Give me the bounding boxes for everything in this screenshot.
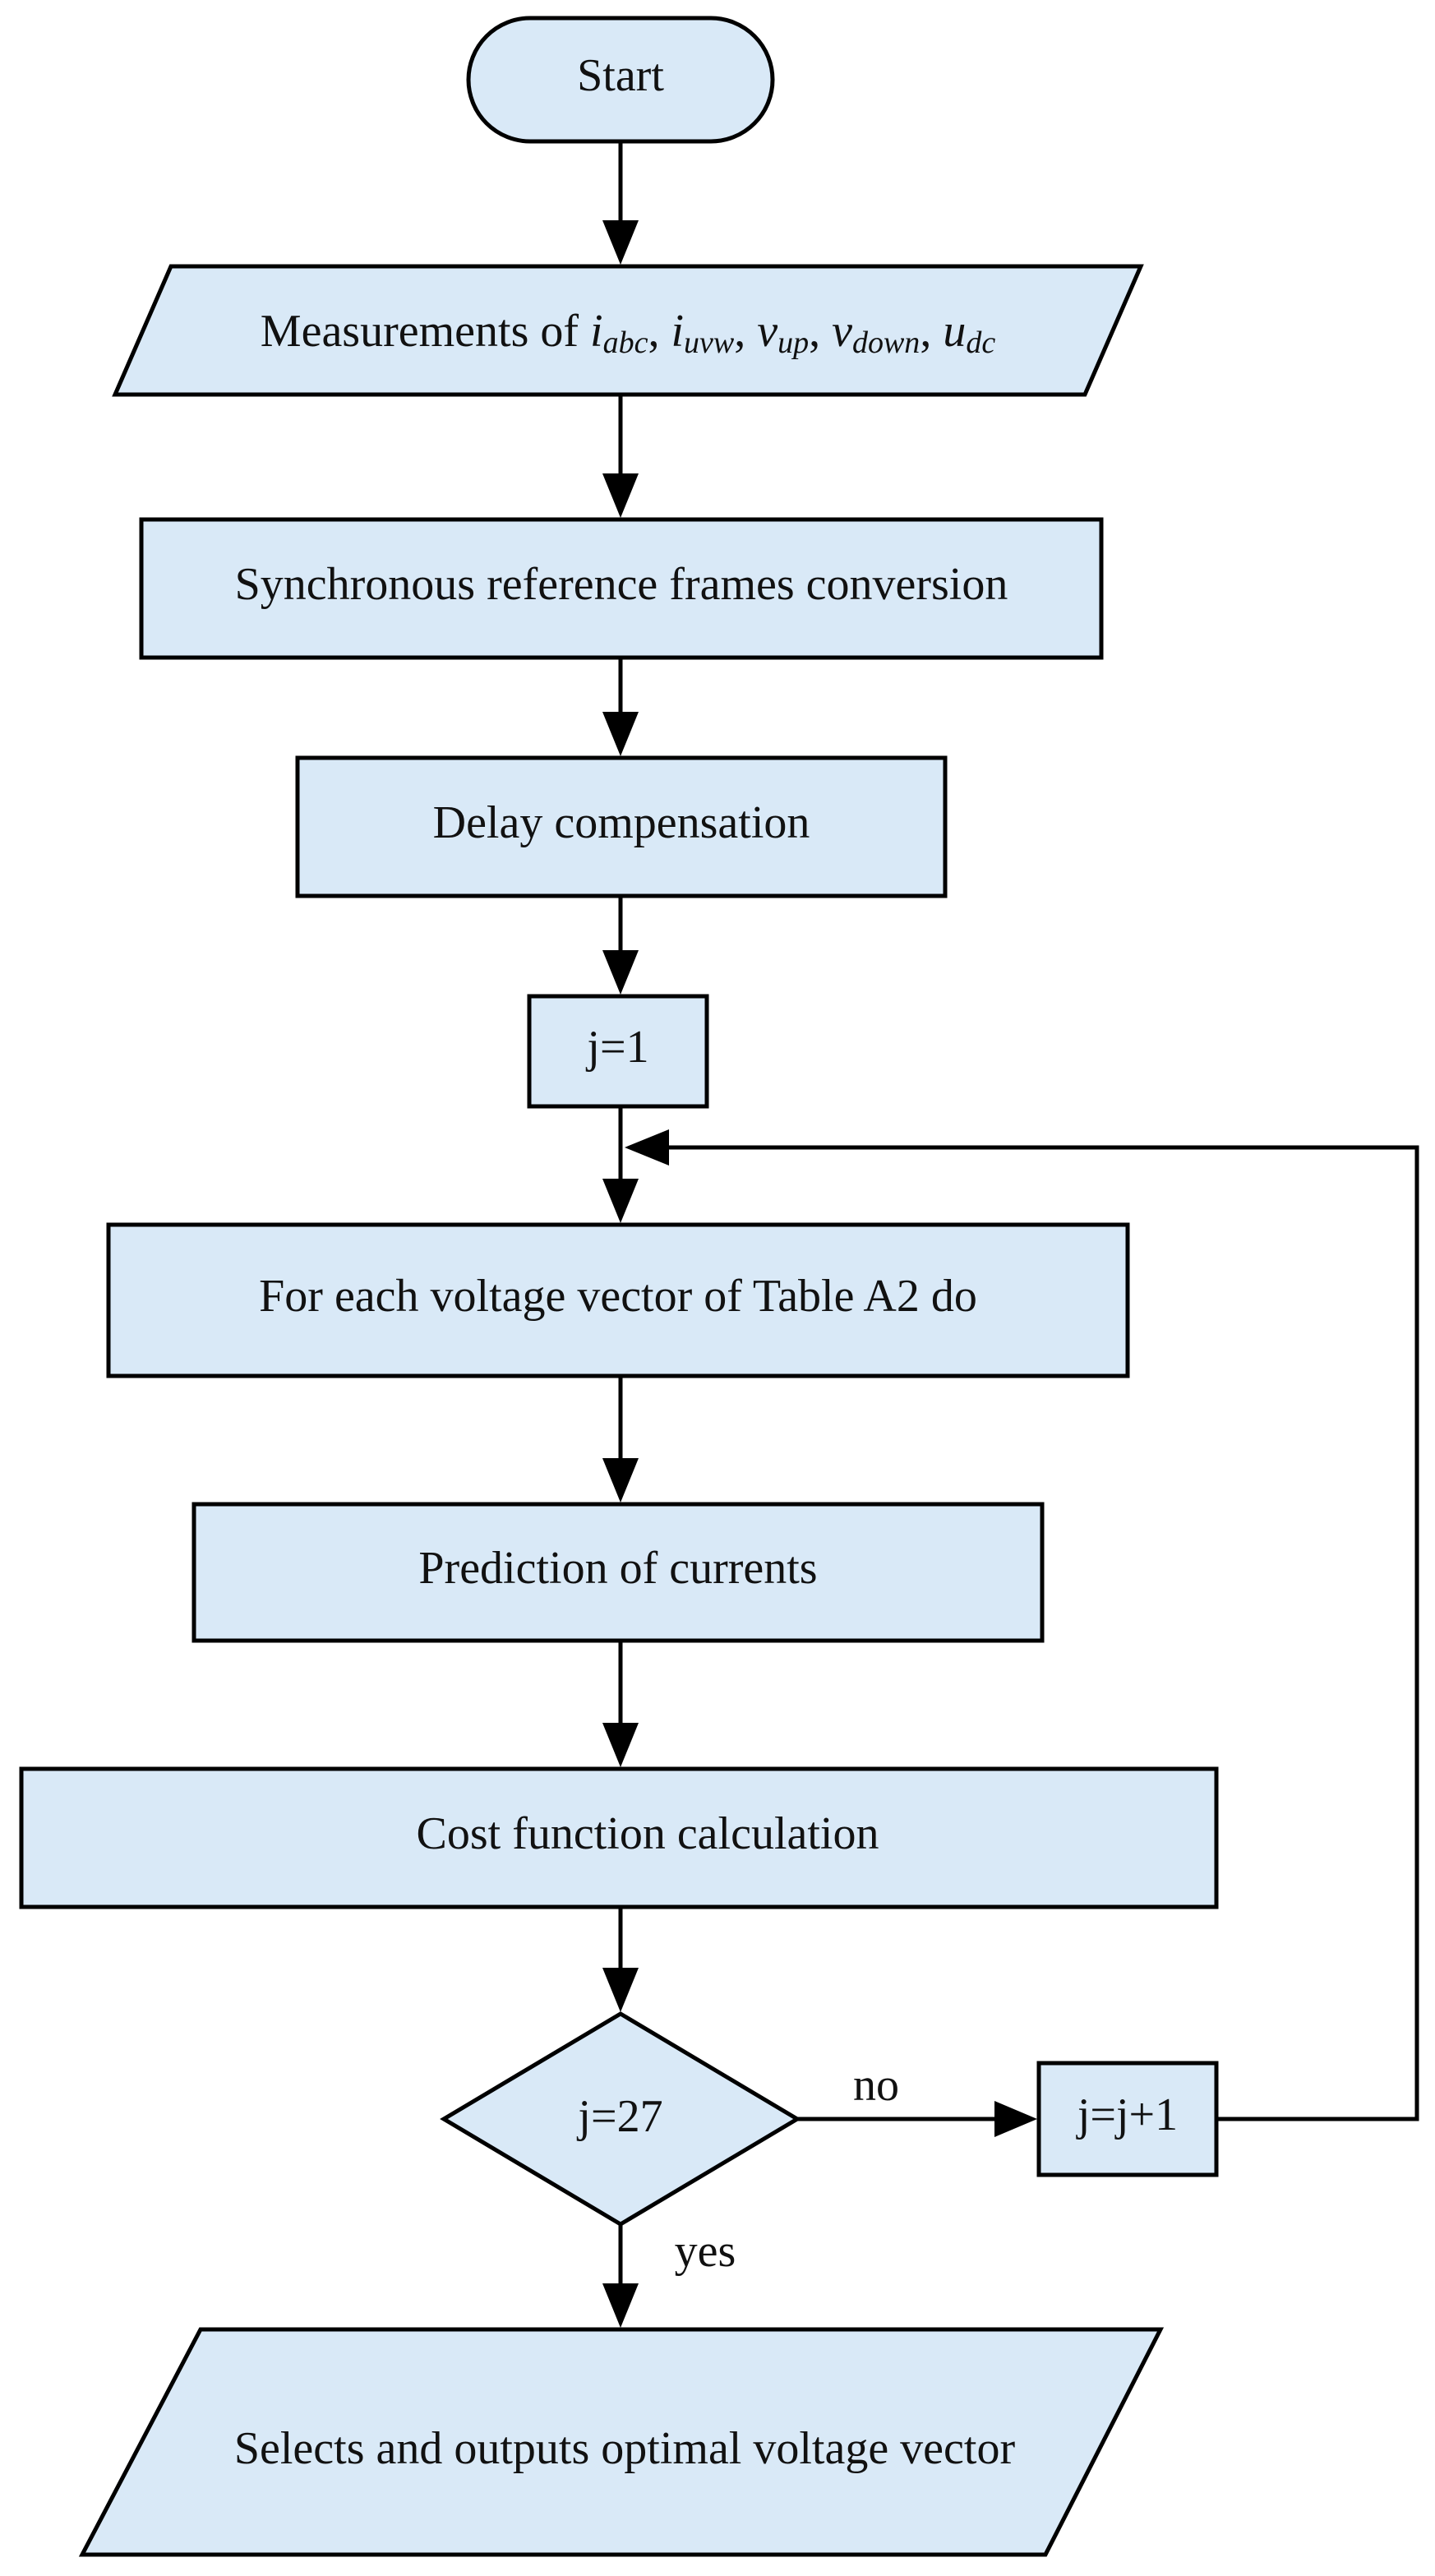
arrowhead [602, 1723, 639, 1767]
arrowhead [602, 1458, 639, 1503]
arrowhead [602, 2283, 639, 2328]
increment-box [1036, 2061, 1219, 2177]
sub-dc: dc [966, 325, 995, 360]
arrowhead [602, 950, 639, 995]
arrowhead [602, 1968, 639, 2012]
for-each-label: For each voltage vector of Table A2 do [259, 1271, 977, 1322]
delay-compensation-label: Delay compensation [433, 797, 810, 848]
sep-2: , [734, 306, 757, 357]
sep-3: , [809, 306, 832, 357]
sync-conversion-label: Synchronous reference frames conversion [235, 559, 1008, 610]
init-j-box [527, 994, 709, 1109]
loop-back-connector [667, 1145, 1419, 2121]
output-io [78, 2327, 1165, 2557]
var-v-down: v [832, 306, 852, 357]
sub-uvw: uvw [684, 325, 735, 360]
arrowhead [602, 220, 639, 265]
prediction-box [191, 1502, 1045, 1643]
prediction-label: Prediction of currents [418, 1543, 817, 1594]
arrowhead [602, 712, 639, 756]
measurements-prefix: Measurements of [261, 306, 590, 357]
output-label: Selects and outputs optimal voltage vect… [234, 2423, 1016, 2474]
cost-function-label: Cost function calculation [417, 1808, 879, 1859]
loop-back-arrowhead [625, 1129, 669, 1166]
sub-up: up [777, 325, 809, 360]
var-i-abc: i [590, 306, 603, 357]
start-label: Start [577, 50, 664, 101]
for-each-box [106, 1222, 1130, 1378]
yes-label: yes [675, 2226, 736, 2277]
increment-label: j=j+1 [1076, 2089, 1178, 2140]
measurements-io [112, 264, 1144, 397]
sub-abc: abc [603, 325, 648, 360]
sync-conversion-box [139, 517, 1104, 660]
sep-4: , [920, 306, 943, 357]
no-label: no [853, 2060, 899, 2111]
decision-label: j=27 [576, 2091, 662, 2142]
arrowhead [602, 473, 639, 518]
cost-function-box [19, 1766, 1219, 1909]
measurements-label: Measurements of iabc, iuvw, vup, vdown, … [261, 306, 996, 360]
var-u-dc: u [943, 306, 966, 357]
sep-1: , [648, 306, 671, 357]
var-i-uvw: i [671, 306, 684, 357]
sub-down: down [852, 325, 920, 360]
delay-compensation-box [295, 755, 948, 898]
var-v-up: v [757, 306, 777, 357]
arrowhead [994, 2101, 1037, 2137]
arrowhead [602, 1179, 639, 1223]
init-j-label: j=1 [585, 1022, 648, 1073]
